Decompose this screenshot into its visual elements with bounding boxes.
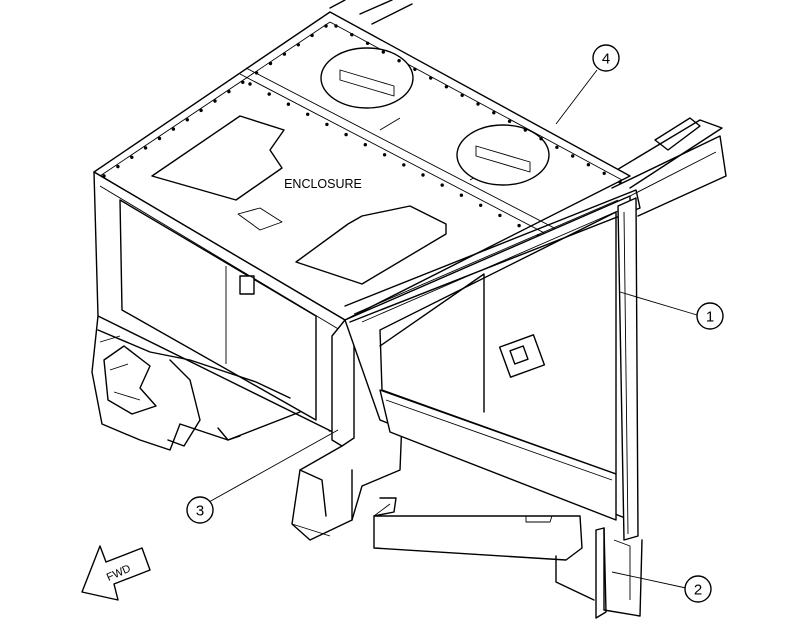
callout-4: 4 xyxy=(555,44,620,125)
bolt xyxy=(492,111,496,115)
callout-2-number: 2 xyxy=(694,582,702,599)
top-opening-right xyxy=(295,205,447,285)
bolt xyxy=(459,193,464,197)
bolt xyxy=(382,153,387,157)
bolt xyxy=(227,89,231,94)
bolt xyxy=(571,154,575,158)
bolt xyxy=(440,183,444,187)
bolt xyxy=(381,50,385,54)
bolt xyxy=(171,127,176,131)
bolt xyxy=(213,99,217,103)
front-corner-post xyxy=(291,319,403,541)
bolt xyxy=(413,67,417,72)
latch-left xyxy=(239,275,255,295)
bolt xyxy=(286,102,291,106)
top-opening-left xyxy=(151,115,285,201)
bolt xyxy=(618,180,622,184)
bolt xyxy=(324,24,328,28)
bolt xyxy=(539,137,543,141)
bolt xyxy=(185,118,189,122)
bolt xyxy=(268,61,273,66)
bolt xyxy=(421,173,425,177)
bolt xyxy=(116,164,120,169)
bolt xyxy=(199,108,203,113)
bolt xyxy=(325,122,329,127)
forward-arrow: FWD xyxy=(81,545,151,601)
panel-rail xyxy=(344,189,641,323)
bolt xyxy=(397,59,401,63)
bolt xyxy=(310,33,314,38)
callout-4-number: 4 xyxy=(602,51,610,68)
left-side-panel xyxy=(93,171,346,439)
bolt xyxy=(507,119,512,124)
bolt xyxy=(306,112,310,117)
bolt xyxy=(254,71,259,75)
bolt xyxy=(476,102,480,106)
bolt xyxy=(130,155,134,159)
bolt xyxy=(444,85,449,89)
bolt xyxy=(523,128,527,132)
bolt xyxy=(334,24,338,28)
bolt xyxy=(350,33,354,37)
bolt xyxy=(267,92,271,96)
bolt xyxy=(363,143,367,147)
bolt xyxy=(402,163,406,167)
callout-1-number: 1 xyxy=(706,309,714,326)
bolt xyxy=(296,43,300,47)
bolt xyxy=(498,213,502,218)
left-lower-frame xyxy=(91,315,301,451)
bolt xyxy=(157,136,162,141)
callout-3: 3 xyxy=(186,429,339,524)
callout-2: 2 xyxy=(611,571,712,603)
bolt xyxy=(241,80,245,85)
bolt xyxy=(248,82,252,86)
bolt xyxy=(282,52,287,56)
lower-skirt xyxy=(373,389,617,601)
right-post xyxy=(595,197,643,619)
rear-rails xyxy=(329,0,727,217)
bolt xyxy=(586,163,591,167)
bolt xyxy=(517,223,521,228)
bolt xyxy=(344,132,348,137)
diagram-title: ENCLOSURE xyxy=(284,177,362,191)
bolt xyxy=(429,76,433,80)
enclosure-top-plate xyxy=(93,11,631,321)
bolt xyxy=(365,41,370,45)
bolt xyxy=(602,171,606,175)
bolt xyxy=(479,203,483,207)
callout-1: 1 xyxy=(619,291,724,330)
hatch-front xyxy=(456,124,550,186)
bolt xyxy=(460,93,464,98)
bolt xyxy=(555,145,559,149)
bolt xyxy=(143,146,148,150)
callout-3-number: 3 xyxy=(196,503,204,520)
